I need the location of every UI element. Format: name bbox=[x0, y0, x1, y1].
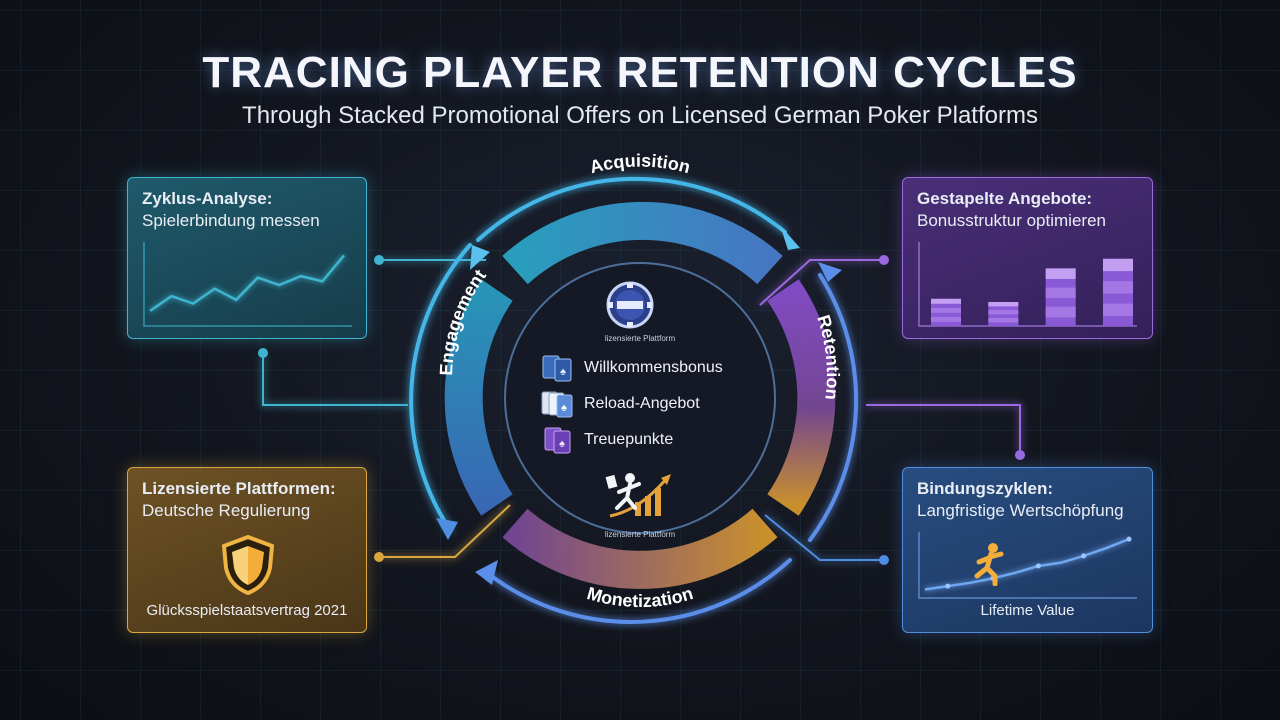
trend-point bbox=[1081, 553, 1087, 559]
offer-stack-segment bbox=[931, 298, 961, 304]
card-licensed-platforms: Lizensierte Plattformen: Deutsche Reguli… bbox=[127, 467, 367, 633]
cards-icon: ♠ bbox=[542, 355, 572, 382]
connector-dot bbox=[879, 255, 889, 265]
stage-retention-band bbox=[767, 279, 836, 516]
outer-arc-right bbox=[808, 273, 859, 542]
connector-dot bbox=[374, 552, 384, 562]
card-title: Lizensierte Plattformen: bbox=[142, 479, 336, 498]
trend-line bbox=[924, 537, 1130, 591]
card-subtitle: Deutsche Regulierung bbox=[142, 501, 311, 520]
connector-dot bbox=[1015, 450, 1025, 460]
svg-text:♠: ♠ bbox=[560, 366, 566, 378]
outer-arc-bottom bbox=[488, 558, 792, 624]
offer-stack-segment bbox=[988, 310, 1019, 315]
card-footer: Lifetime Value bbox=[980, 602, 1075, 619]
offer-stack-segment bbox=[988, 302, 1019, 307]
svg-text:♠: ♠ bbox=[561, 402, 567, 414]
stage-engagement-band bbox=[444, 279, 513, 516]
connector-licensing bbox=[379, 504, 511, 558]
offer-stack-segment bbox=[1045, 306, 1076, 318]
trend-point bbox=[1126, 536, 1132, 542]
card-cycle-analysis: Zyklus-Analyse: Spielerbindung messen bbox=[127, 177, 367, 339]
offer-label: Reload-Angebot bbox=[584, 395, 700, 412]
connector-dot bbox=[879, 555, 889, 565]
center-bottom-label: lizensierte Plattform bbox=[604, 530, 676, 539]
offer-stack-segment bbox=[931, 307, 961, 313]
trend-point bbox=[945, 583, 951, 589]
trend-point bbox=[1035, 563, 1041, 569]
growth-runner-icon bbox=[605, 473, 671, 518]
card-stacked-offers: Gestapelte Angebote: Bonusstruktur optim… bbox=[902, 177, 1153, 339]
offer-stack-segment bbox=[988, 318, 1019, 323]
retention-trend-chart bbox=[143, 242, 352, 327]
offer-stack-segment bbox=[1045, 268, 1076, 279]
inner-circle bbox=[504, 262, 776, 534]
card-subtitle: Bonusstruktur optimieren bbox=[917, 211, 1106, 230]
connector-dot bbox=[374, 255, 384, 265]
connector-offers-lower bbox=[866, 404, 1021, 455]
center-top-label: lizensierte Plattform bbox=[604, 334, 676, 343]
cards-icon: ♠ bbox=[544, 427, 571, 454]
arrowhead-icon bbox=[818, 262, 842, 282]
card-subtitle: Spielerbindung messen bbox=[142, 211, 320, 230]
offer-item-reload: ♠ Reload-Angebot bbox=[540, 390, 700, 418]
page-title: TRACING PLAYER RETENTION CYCLES bbox=[202, 48, 1078, 97]
chart-axis bbox=[143, 242, 352, 327]
cards-icon: ♠ bbox=[541, 391, 573, 418]
arrowheads bbox=[436, 225, 842, 585]
bonus-stack-chart bbox=[918, 242, 1137, 327]
page-subtitle: Through Stacked Promotional Offers on Li… bbox=[242, 102, 1038, 129]
card-subtitle: Langfristige Wertschöpfung bbox=[917, 501, 1124, 520]
offer-item-loyalty: ♠ Treuepunkte bbox=[540, 426, 673, 454]
outer-arc-top bbox=[476, 176, 787, 242]
offer-stack-segment bbox=[931, 316, 961, 322]
card-title: Gestapelte Angebote: bbox=[917, 189, 1093, 208]
offer-stack-segment bbox=[1103, 303, 1133, 316]
svg-text:♠: ♠ bbox=[559, 438, 565, 450]
card-footer: Glücksspielstaatsvertrag 2021 bbox=[146, 602, 348, 619]
connector-cycles bbox=[764, 514, 884, 561]
offer-item-welcome: ♠ Willkommensbonus bbox=[540, 354, 723, 382]
poker-chip-icon bbox=[606, 281, 654, 329]
connector-offers bbox=[759, 259, 884, 306]
connector-analysis-lower bbox=[262, 353, 408, 406]
lifetime-value-chart bbox=[918, 532, 1137, 599]
card-title: Zyklus-Analyse: bbox=[142, 189, 273, 208]
offer-stack-segment bbox=[1103, 258, 1133, 272]
chart-axis bbox=[918, 532, 1137, 599]
stage-label-acquisition: Acquisition bbox=[588, 151, 693, 178]
card-retention-cycles: Bindungszyklen: Langfristige Wertschöpfu… bbox=[902, 467, 1153, 633]
arrowhead-icon bbox=[470, 245, 490, 270]
outer-arc-left bbox=[409, 243, 472, 532]
stage-monetization-band bbox=[502, 508, 778, 589]
trend-line bbox=[149, 254, 345, 312]
arrowhead-icon bbox=[436, 518, 458, 540]
connector-dot bbox=[258, 348, 268, 358]
stage-acquisition-band bbox=[502, 201, 783, 285]
arrowhead-icon bbox=[780, 225, 800, 250]
offer-label: Treuepunkte bbox=[584, 431, 674, 448]
offer-stack-segment bbox=[1045, 287, 1076, 299]
arrowhead-icon bbox=[475, 560, 498, 585]
offer-stack-segment bbox=[1103, 281, 1133, 294]
runner-icon bbox=[974, 543, 1004, 586]
offer-label: Willkommensbonus bbox=[584, 359, 723, 376]
shield-icon bbox=[221, 534, 275, 596]
card-title: Bindungszyklen: bbox=[917, 479, 1054, 498]
